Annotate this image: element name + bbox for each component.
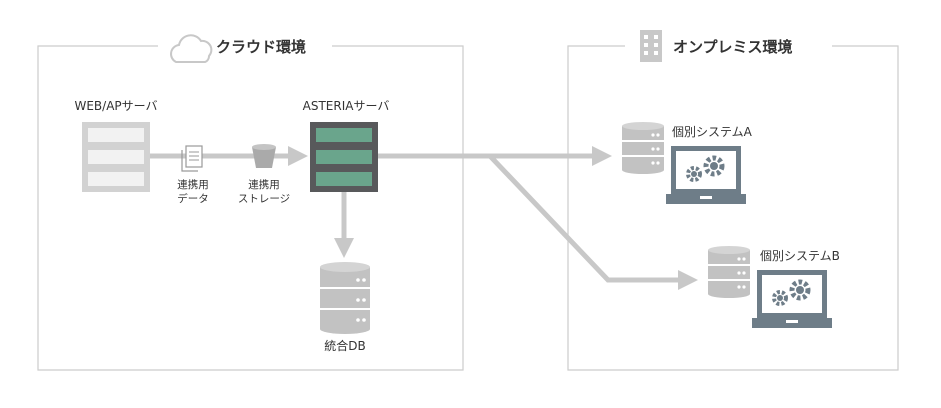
system-a-node: 個別システムA <box>622 122 753 204</box>
asteria-server-node: ASTERIAサーバ <box>303 99 390 192</box>
cloud-zone: クラウド環境 <box>37 34 464 371</box>
link-storage-line2: ストレージ <box>238 193 290 205</box>
laptop-gear-icon <box>752 270 832 328</box>
onprem-zone: オンプレミス環境 <box>567 30 899 371</box>
laptop-gear-icon <box>666 146 746 204</box>
system-b-node: 個別システムB <box>708 246 840 328</box>
database-icon <box>708 246 750 298</box>
onprem-zone-title: オンプレミス環境 <box>673 38 793 56</box>
system-a-label: 個別システムA <box>672 125 753 139</box>
connector-lines <box>150 146 698 290</box>
asteria-server-label: ASTERIAサーバ <box>303 99 390 113</box>
web-server-label: WEB/APサーバ <box>74 99 157 113</box>
server-icon <box>82 122 150 192</box>
cloud-icon <box>170 34 213 63</box>
system-b-label: 個別システムB <box>760 249 840 263</box>
integrated-db-label: 統合DB <box>324 338 365 353</box>
database-icon <box>622 122 664 174</box>
bucket-icon <box>252 144 276 168</box>
link-storage-line1: 連携用 <box>248 178 280 191</box>
document-icon <box>181 145 203 172</box>
database-icon <box>320 262 370 334</box>
link-data-line2: データ <box>177 192 209 205</box>
asteria-to-system-b-arrow <box>488 154 698 290</box>
server-icon <box>310 122 378 192</box>
cloud-zone-title: クラウド環境 <box>216 38 306 56</box>
building-icon <box>640 30 662 62</box>
integrated-db-node: 統合DB <box>320 262 370 353</box>
link-storage-connector: 連携用 ストレージ <box>238 144 290 205</box>
link-data-line1: 連携用 <box>177 178 209 191</box>
link-data-connector: 連携用 データ <box>177 145 209 205</box>
web-server-node: WEB/APサーバ <box>74 99 158 192</box>
